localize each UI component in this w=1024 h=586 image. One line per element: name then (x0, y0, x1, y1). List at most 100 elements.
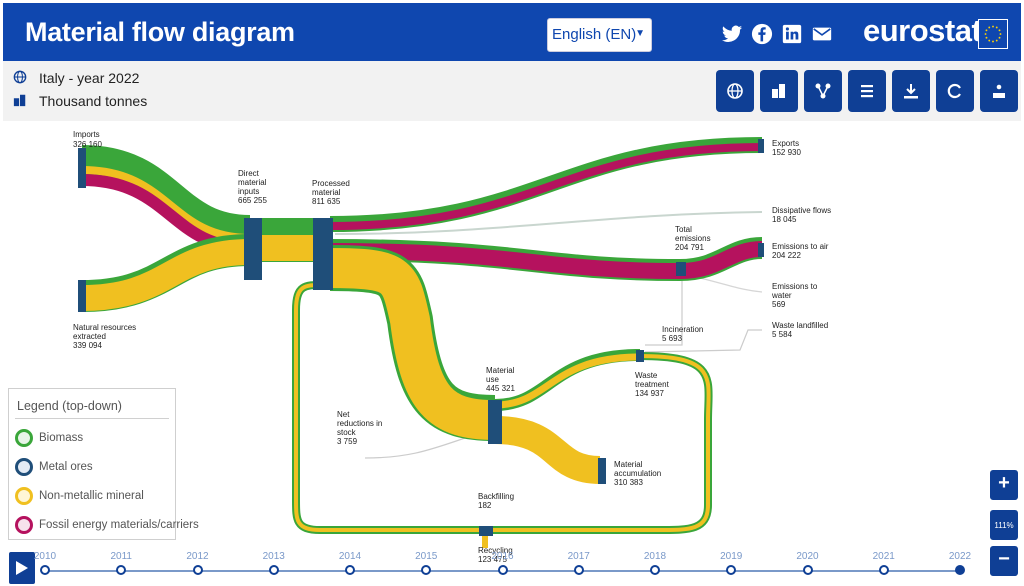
legend-item-metal-ores[interactable]: Metal ores (15, 458, 173, 478)
value-material-use: 445 321 (486, 384, 515, 393)
sankey-canvas: Imports 326 160 Natural resources extrac… (73, 130, 831, 564)
label-incineration: Incineration (662, 325, 703, 334)
legend-title: Legend (top-down) (17, 399, 122, 413)
value-imports: 326 160 (73, 140, 102, 149)
node-exports[interactable] (758, 139, 764, 153)
node-emissions-air[interactable] (758, 243, 764, 257)
zoom-out-button[interactable]: − (990, 546, 1018, 576)
node-processed[interactable] (313, 218, 333, 290)
timeline-year-label: 2021 (872, 551, 895, 562)
timeline-year-label: 2014 (338, 551, 362, 562)
timeline-tick-2020[interactable] (802, 565, 813, 575)
node-total-emissions[interactable] (676, 262, 686, 276)
flow-waste-landfilled[interactable] (644, 329, 762, 353)
country-year-label: Italy - year 2022 (39, 70, 140, 86)
flow-dissipative[interactable] (334, 211, 763, 235)
timeline-tick-2022[interactable] (955, 565, 965, 575)
refresh-button[interactable] (936, 70, 974, 112)
node-waste-treatment[interactable] (636, 350, 644, 362)
value-dmi: 665 255 (238, 196, 267, 205)
node-natural-resources[interactable] (78, 280, 86, 312)
label-accumulation-1: Material (614, 460, 643, 469)
value-recycling: 123 475 (478, 555, 507, 564)
flow-imports[interactable] (81, 145, 251, 249)
flow-waste-treatment[interactable] (494, 349, 641, 411)
timeline-tick-2012[interactable] (192, 565, 203, 575)
eu-flag-icon (978, 19, 1008, 49)
node-material-use[interactable] (488, 400, 502, 444)
label-backfilling: Backfilling (478, 492, 514, 501)
download-button[interactable] (892, 70, 930, 112)
node-dmi[interactable] (244, 218, 262, 280)
value-total-emissions: 204 791 (675, 243, 704, 252)
node-imports[interactable] (78, 148, 86, 188)
refresh-icon (947, 83, 961, 99)
timeline-tick-2019[interactable] (726, 565, 737, 575)
ore-icon (15, 458, 33, 476)
legend-panel: Legend (top-down) Biomass Metal ores Non… (8, 388, 199, 540)
timeline-tick-2015[interactable] (421, 565, 432, 575)
twitter-icon[interactable] (721, 23, 743, 45)
legend-label-metal-ores: Metal ores (39, 461, 93, 473)
sankey-diagram: Imports 326 160 Natural resources extrac… (0, 121, 1024, 586)
top-header: Material flow diagram English (EN) ▼ eur… (3, 3, 1021, 61)
label-dmi-3: inputs (238, 187, 259, 196)
timeline-tick-2010[interactable] (40, 565, 50, 575)
node-accumulation[interactable] (598, 458, 606, 484)
info-button[interactable] (980, 70, 1018, 112)
weight-icon (13, 94, 26, 107)
linkedin-icon[interactable] (781, 23, 803, 45)
label-imports: Imports (73, 130, 100, 139)
value-waste-treatment: 134 937 (635, 389, 664, 398)
flow-accumulation[interactable] (494, 416, 601, 484)
play-button[interactable] (9, 552, 35, 584)
value-incineration: 5 693 (662, 334, 683, 343)
timeline-tick-2021[interactable] (878, 565, 889, 575)
timeline-year-label: 2018 (643, 551, 667, 562)
list-icon (861, 85, 873, 98)
legend-item-biomass[interactable]: Biomass (15, 429, 173, 449)
timeline-year-label: 2017 (567, 551, 590, 562)
label-net-reductions-3: stock (337, 428, 357, 437)
facebook-icon[interactable] (751, 23, 773, 45)
label-waste-treatment-1: Waste (635, 371, 658, 380)
timeline-tick-2016[interactable] (497, 565, 508, 575)
label-dmi-2: material (238, 178, 267, 187)
globe-icon (13, 70, 27, 84)
value-natural: 339 094 (73, 341, 102, 350)
value-dissipative: 18 045 (772, 215, 797, 224)
play-icon (16, 561, 28, 575)
timeline-tick-2011[interactable] (116, 565, 127, 575)
info-icon (993, 84, 1005, 98)
label-material-use-1: Material (486, 366, 515, 375)
language-value: English (EN) (552, 26, 637, 43)
value-emissions-water: 569 (772, 300, 786, 309)
email-icon[interactable] (811, 23, 833, 45)
value-emissions-air: 204 222 (772, 251, 801, 260)
timeline-tick-2014[interactable] (345, 565, 355, 575)
legend-item-non-metallic[interactable]: Non-metallic mineral (15, 487, 173, 507)
label-dmi-1: Direct (238, 169, 260, 178)
label-waste-treatment-2: treatment (635, 380, 670, 389)
value-net-reductions: 3 759 (337, 437, 358, 446)
legend-item-fossil[interactable]: Fossil energy materials/carriers (15, 516, 199, 536)
legend-divider (15, 418, 169, 419)
timeline-year-label: 2015 (415, 551, 438, 562)
node-recycling[interactable] (479, 526, 493, 536)
timeline-tick-2017[interactable] (573, 565, 584, 575)
label-waste-landfilled: Waste landfilled (772, 321, 828, 330)
zoom-level: 111% (990, 510, 1018, 540)
timeline-tick-2013[interactable] (268, 565, 279, 575)
timeline-tick-2018[interactable] (650, 565, 660, 575)
change-unit-button[interactable] (760, 70, 798, 112)
zoom-in-button[interactable]: + (990, 470, 1018, 500)
node-labels: Imports 326 160 Natural resources extrac… (73, 130, 831, 564)
change-country-button[interactable] (716, 70, 754, 112)
table-view-button[interactable] (848, 70, 886, 112)
chart-icon (772, 84, 785, 98)
flow-incineration[interactable] (645, 278, 683, 346)
language-select[interactable]: English (EN) ▼ (547, 18, 652, 52)
dataset-info-bar: Italy - year 2022 Thousand tonnes (3, 61, 1021, 121)
share-button[interactable] (804, 70, 842, 112)
